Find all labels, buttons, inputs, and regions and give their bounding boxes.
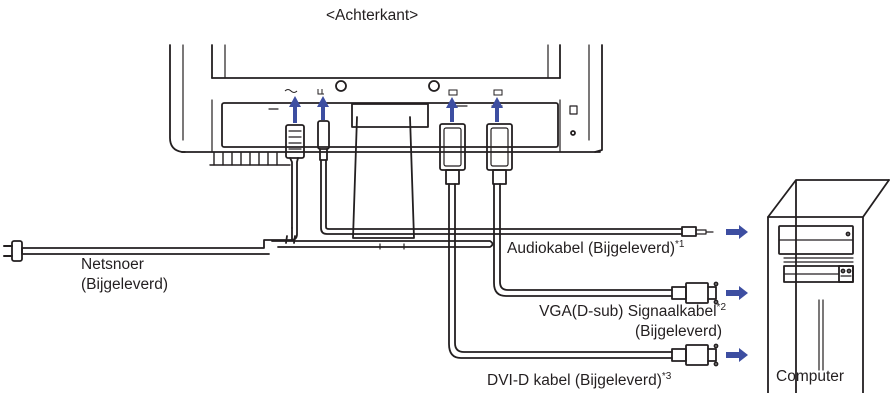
dvi-cable-footnote: *3: [661, 371, 672, 382]
computer-icon: [767, 179, 890, 394]
arrow-dvi-out-icon: [726, 348, 748, 362]
audio-port-glyph: [317, 89, 324, 95]
monitor-back: [169, 44, 603, 166]
vga-cable-text: VGA(D-sub) Signaalkabel: [539, 303, 717, 320]
arrow-audio-icon: [317, 96, 329, 120]
computer-arrows: [726, 225, 748, 362]
arrow-audio-out-icon: [726, 225, 748, 239]
dvi-cable-text: DVI-D kabel (Bijgeleverd): [487, 372, 662, 389]
dvi-cable: [439, 123, 719, 367]
arrow-dvi-icon: [446, 97, 458, 122]
audio-cable: [317, 120, 714, 237]
power-cord-label: Netsnoer: [81, 256, 144, 273]
arrow-vga-out-icon: [726, 286, 748, 300]
port-arrows: [289, 96, 503, 123]
vga-cable-sublabel: (Bijgeleverd): [634, 323, 722, 340]
diagram-title: <Achterkant>: [326, 7, 419, 24]
power-cord-sublabel: (Bijgeleverd): [81, 276, 169, 293]
arrow-vga-icon: [491, 97, 503, 122]
monitor-stand: [271, 116, 494, 250]
vga-cable-label: VGA(D-sub) Signaalkabel*2: [539, 303, 726, 321]
power-cable: [3, 124, 305, 262]
power-port-glyph: [284, 89, 298, 93]
dvi-port-glyph: [448, 89, 458, 96]
audio-cable-label: Audiokabel (Bijgeleverd)*1: [507, 240, 684, 258]
computer-label: Computer: [776, 368, 845, 385]
vga-cable: [486, 123, 719, 305]
vga-port-glyph: [493, 89, 503, 96]
arrow-power-icon: [289, 96, 301, 123]
audio-cable-text: Audiokabel (Bijgeleverd): [507, 240, 676, 257]
audio-cable-footnote: *1: [675, 239, 685, 250]
vga-cable-footnote: *2: [716, 302, 726, 313]
port-glyphs: [284, 89, 503, 96]
dvi-cable-label: DVI-D kabel (Bijgeleverd)*3: [487, 372, 671, 390]
